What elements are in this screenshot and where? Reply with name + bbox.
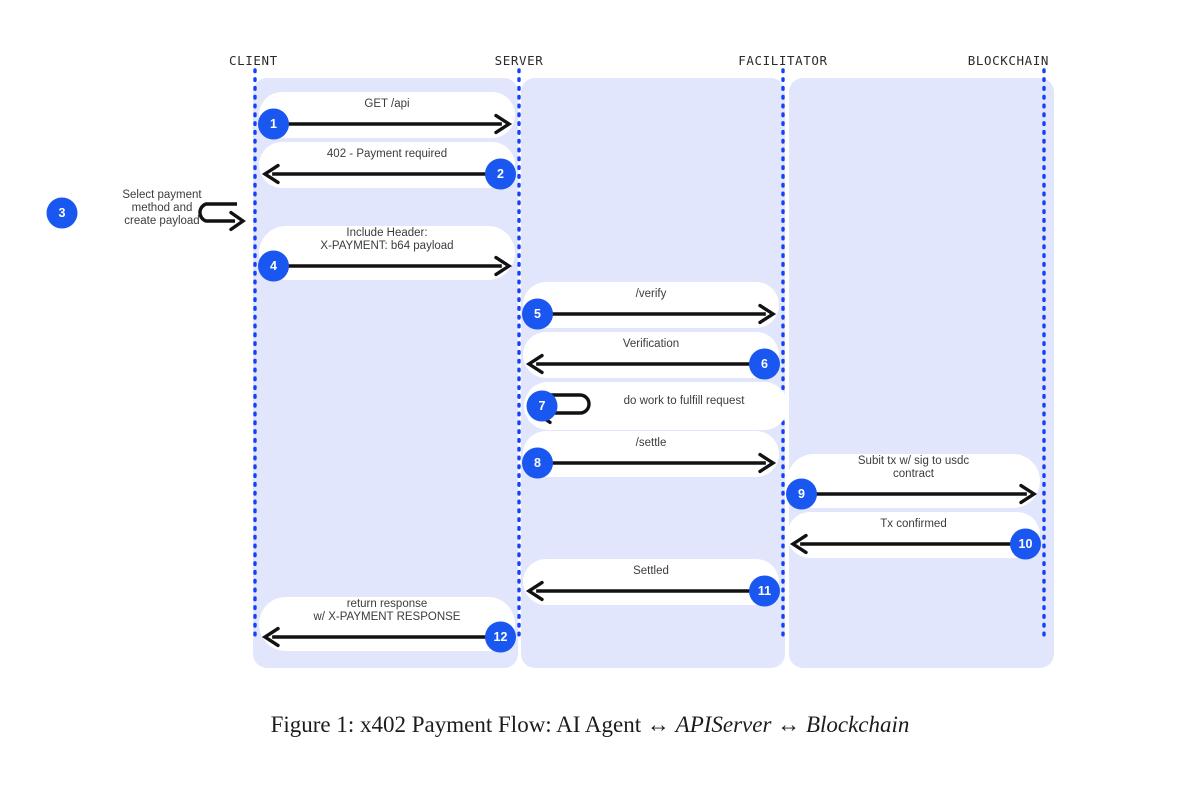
- message-arrow-12-head: [261, 626, 280, 648]
- message-label-3-line-2: method and: [131, 201, 193, 214]
- step-badge-8: [522, 447, 553, 479]
- step-badge-label-5: 5: [534, 307, 541, 321]
- figure-caption: Figure 1: x402 Payment Flow: AI Agent ↔ …: [0, 712, 1180, 738]
- message-label-2: 402 - Payment required: [217, 148, 557, 161]
- message-label-6-line-1: Verification: [622, 338, 680, 350]
- lane-panel-facilitator: [789, 78, 1054, 668]
- self-loop-head-3: [229, 210, 246, 232]
- lifelines-group: [253, 68, 1046, 642]
- message-label-8-line-1: /settle: [635, 437, 667, 449]
- step-badge-2: [485, 158, 516, 190]
- message-label-6: Verification: [481, 338, 821, 351]
- message-label-7: do work to fulfill request: [514, 395, 854, 408]
- message-label-10-line-1: Tx confirmed: [880, 518, 947, 530]
- message-label-12-line-1: return response: [346, 598, 428, 610]
- message-label-1: GET /api: [217, 98, 557, 111]
- message-label-10: Tx confirmed: [744, 518, 1084, 531]
- step-badge-label-9: 9: [798, 487, 805, 501]
- message-label-11-line-1: Settled: [633, 565, 669, 577]
- step-badge-label-12: 12: [493, 630, 508, 644]
- message-arrow-5-head: [758, 303, 777, 325]
- message-capsule-8: [523, 431, 779, 477]
- message-arrow-10-head: [789, 533, 808, 555]
- message-label-5: /verify: [481, 288, 821, 301]
- step-badge-label-1: 1: [270, 117, 277, 131]
- message-label-4-line-1: Include Header:: [346, 227, 428, 239]
- step-badge-7: [526, 390, 558, 422]
- message-label-3-line-3: create payload: [124, 214, 200, 227]
- message-label-3-line-1: Select payment: [122, 188, 202, 201]
- figure-caption-apiserver: APIServer: [675, 712, 772, 737]
- message-label-2-line-1: 402 - Payment required: [326, 148, 448, 160]
- self-loop-path-7: [543, 393, 591, 415]
- step-badge-1: [258, 108, 289, 140]
- message-label-12-line-2: w/ X-PAYMENT RESPONSE: [313, 611, 461, 623]
- message-capsule-10: [787, 512, 1040, 558]
- message-arrow-2-head: [261, 163, 280, 185]
- message-capsule-5: [523, 282, 779, 328]
- message-label-4: Include Header:X-PAYMENT: b64 payload: [217, 227, 557, 253]
- lane-label-server: SERVER: [494, 53, 544, 68]
- message-arrows-group: [198, 113, 1038, 648]
- message-capsule-2: [259, 142, 515, 188]
- message-label-9-line-1: Subit tx w/ sig to usdc: [857, 455, 970, 467]
- lane-label-facilitator: FACILITATOR: [738, 53, 828, 68]
- message-arrow-8-head: [758, 452, 777, 474]
- step-badge-label-7: 7: [538, 399, 546, 413]
- figure-caption-arrow-2: ↔: [777, 712, 801, 737]
- step-badge-label-10: 10: [1018, 537, 1033, 551]
- self-loop-path-3: [198, 202, 237, 223]
- step-badge-11: [749, 575, 780, 607]
- message-capsule-3: [40, 190, 250, 236]
- lane-panel-client: [253, 78, 518, 668]
- message-capsule-6: [523, 332, 779, 378]
- message-label-8: /settle: [481, 437, 821, 450]
- step-badge-12: [485, 621, 516, 653]
- message-arrow-4-head: [494, 255, 513, 277]
- step-badge-4: [258, 250, 289, 282]
- step-badge-6: [749, 348, 780, 380]
- step-badge-label-4: 4: [270, 259, 277, 273]
- figure-caption-prefix: Figure 1: x402 Payment Flow: AI Agent: [270, 712, 647, 737]
- step-badge-5: [522, 298, 553, 330]
- step-badge-label-6: 6: [761, 357, 768, 371]
- figure-caption-blockchain: Blockchain: [805, 712, 910, 737]
- figure-caption-arrow-1: ↔: [646, 712, 670, 737]
- step-badge-label-3: 3: [58, 206, 66, 220]
- message-label-5-line-1: /verify: [635, 288, 667, 300]
- message-label-9-line-2: contract: [893, 468, 934, 480]
- message-arrow-6-head: [525, 353, 544, 375]
- message-label-1-line-1: GET /api: [364, 98, 410, 110]
- step-badges-group: [46, 108, 1041, 653]
- message-capsule-11: [523, 559, 779, 605]
- message-capsule-1: [259, 92, 515, 138]
- lane-label-client: CLIENT: [229, 53, 278, 68]
- message-arrow-9-head: [1019, 483, 1038, 505]
- step-badge-10: [1010, 528, 1041, 560]
- message-arrow-1-head: [494, 113, 513, 135]
- message-label-11: Settled: [481, 565, 821, 578]
- message-arrow-11-head: [525, 580, 544, 602]
- message-capsule-7: [524, 382, 788, 430]
- step-badge-label-11: 11: [757, 584, 772, 598]
- step-badge-label-2: 2: [497, 167, 504, 181]
- step-badge-3: [46, 197, 78, 229]
- message-label-4-line-2: X-PAYMENT: b64 payload: [320, 240, 454, 252]
- step-badge-9: [786, 478, 817, 510]
- step-badge-label-8: 8: [534, 456, 541, 470]
- message-label-7-line-1: do work to fulfill request: [623, 395, 745, 407]
- lane-label-blockchain: BLOCKCHAIN: [967, 53, 1049, 68]
